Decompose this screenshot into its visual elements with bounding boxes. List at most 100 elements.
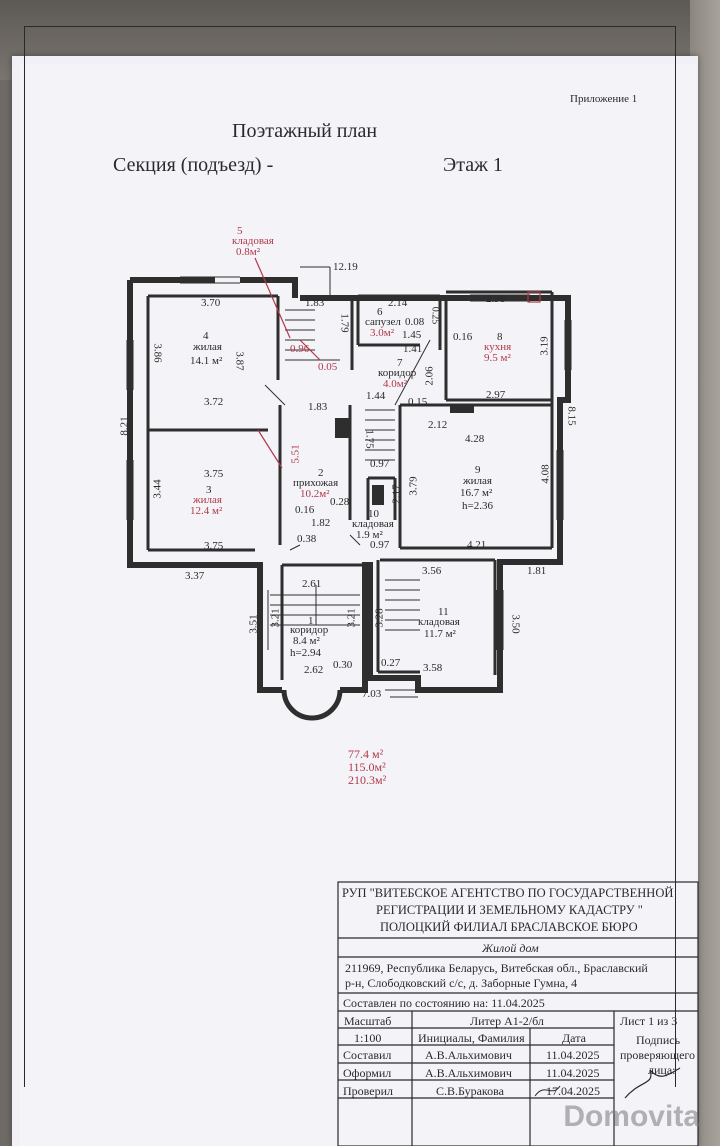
room-10-area: 1.9 м² bbox=[356, 529, 383, 541]
room-11-area: 11.7 м² bbox=[424, 628, 456, 640]
room-9-area: 16.7 м² bbox=[460, 487, 493, 499]
plan-title: Поэтажный план bbox=[232, 120, 378, 142]
room-2-name: прихожая bbox=[293, 477, 339, 489]
room-2-number: 2 bbox=[318, 467, 324, 479]
stamp-liter: Литер А1-2/бл bbox=[470, 1014, 544, 1028]
stamp-org-line2: РЕГИСТРАЦИИ И ЗЕМЕЛЬНОМУ КАДАСТРУ " bbox=[376, 903, 643, 917]
dim: 1.41 bbox=[403, 343, 423, 355]
room-10-name: кладовая bbox=[352, 518, 394, 530]
stamp-date: 11.04.2025 bbox=[546, 1066, 600, 1080]
stamp-object: Жилой дом bbox=[482, 941, 539, 955]
room-1-height: h=2.94 bbox=[290, 647, 321, 659]
dim: 4.28 bbox=[465, 433, 485, 445]
room-4-area: 14.1 м² bbox=[190, 355, 223, 367]
dim: 0.15 bbox=[408, 396, 428, 408]
room-9-name: жилая bbox=[463, 475, 492, 487]
room-7-area: 4.0м² bbox=[383, 378, 408, 390]
dim: 3.56 bbox=[422, 565, 442, 577]
room-8-number: 8 bbox=[497, 331, 503, 343]
dim: 2.14 bbox=[388, 297, 408, 309]
dim: 3.70 bbox=[201, 297, 221, 309]
room-6-name: сапузел bbox=[365, 316, 401, 328]
stamp-name: А.В.Альхимович bbox=[425, 1048, 512, 1062]
dim: 0.27 bbox=[381, 657, 401, 669]
room-1-name: коридор bbox=[290, 624, 329, 636]
stamp-scale-label: Масштаб bbox=[344, 1014, 392, 1028]
dim: 0.97 bbox=[370, 539, 390, 551]
dim: 1.81 bbox=[527, 565, 547, 577]
stamp-date-label: Дата bbox=[562, 1031, 586, 1045]
section-label: Секция (подъезд) - bbox=[113, 154, 274, 176]
drawing-frame bbox=[24, 26, 676, 1087]
dim: 2.12 bbox=[428, 419, 448, 431]
dim: 0.16 bbox=[295, 504, 315, 516]
dim: 1.45 bbox=[402, 329, 422, 341]
room-6-number: 6 bbox=[377, 306, 383, 318]
room-6-area: 3.0м² bbox=[370, 327, 395, 339]
dim: 0.05 bbox=[318, 361, 338, 373]
stamp-address-line1: 211969, Республика Беларусь, Витебская о… bbox=[345, 961, 648, 975]
room-3-name: жилая bbox=[193, 494, 222, 506]
dim: 0.30 bbox=[333, 659, 353, 671]
dim: 1.82 bbox=[311, 517, 331, 529]
room-7-name: коридор bbox=[378, 367, 417, 379]
dim: 0.97 bbox=[370, 458, 390, 470]
floor-label: Этаж 1 bbox=[443, 154, 503, 176]
dim: 2.61 bbox=[302, 578, 322, 590]
room-5-area: 0.8м² bbox=[236, 246, 261, 258]
room-9-height: h=2.36 bbox=[462, 500, 493, 512]
document-sheet bbox=[12, 56, 698, 1146]
stamp-initials-label: Инициалы, Фамилия bbox=[418, 1031, 525, 1045]
room-3-number: 3 bbox=[206, 484, 212, 496]
dim: 1.83 bbox=[308, 401, 328, 413]
room-7-number: 7 bbox=[397, 357, 403, 369]
stamp-sheet: Лист 1 из 3 bbox=[620, 1014, 678, 1028]
stamp-org-line1: РУП "ВИТЕБСКОЕ АГЕНТСТВО ПО ГОСУДАРСТВЕН… bbox=[342, 886, 674, 900]
total-area-general: 115.0м² bbox=[348, 760, 386, 774]
stamp-name: А.В.Альхимович bbox=[425, 1066, 512, 1080]
stamp-address-line2: р-н, Слободковский с/с, д. Заборные Гумн… bbox=[345, 976, 578, 990]
stamp-sign-label: проверяющего bbox=[620, 1048, 696, 1062]
room-8-area: 9.5 м² bbox=[484, 352, 511, 364]
stamp-name: С.В.Буракова bbox=[436, 1084, 504, 1098]
room-5-number: 5 bbox=[237, 225, 243, 237]
room-4-number: 4 bbox=[203, 330, 209, 342]
stamp-state-date: Составлен по состоянию на: 11.04.2025 bbox=[343, 996, 545, 1010]
room-10-number: 10 bbox=[368, 508, 379, 520]
room-4-name: жилая bbox=[193, 341, 222, 353]
dim: 0.28 bbox=[330, 496, 350, 508]
stamp-sign-label: Подпись bbox=[636, 1033, 681, 1047]
dim: 0.38 bbox=[297, 533, 317, 545]
stamp-sign-label: лица: bbox=[648, 1063, 676, 1077]
stamp-org-line3: ПОЛОЦКИЙ ФИЛИАЛ БРАСЛАВСКОЕ БЮРО bbox=[380, 920, 638, 934]
dim: 1.44 bbox=[366, 390, 386, 402]
room-9-number: 9 bbox=[475, 464, 481, 476]
stamp-scale: 1:100 bbox=[354, 1031, 382, 1045]
total-area-living: 77.4 м² bbox=[348, 747, 384, 761]
dim: 1.83 bbox=[305, 297, 325, 309]
stamp-date: 11.04.2025 bbox=[546, 1048, 600, 1062]
room-11-number: 11 bbox=[438, 606, 449, 618]
dim: 7.03 bbox=[362, 688, 382, 700]
dim: 3.37 bbox=[185, 570, 205, 582]
room-5-name: кладовая bbox=[232, 235, 274, 247]
dim: 0.08 bbox=[405, 316, 425, 328]
room-1-area: 8.4 м² bbox=[293, 635, 320, 647]
dim: 2.98 bbox=[486, 293, 506, 305]
total-area-full: 210.3м² bbox=[348, 773, 387, 787]
room-8-name: кухня bbox=[484, 341, 512, 353]
room-2-area: 10.2м² bbox=[300, 488, 330, 500]
room-11-name: кладовая bbox=[418, 616, 460, 628]
dim: 2.97 bbox=[486, 389, 506, 401]
dim: 4.21 bbox=[467, 539, 487, 551]
room-3-area: 12.4 м² bbox=[190, 505, 223, 517]
stamp-role: Составил bbox=[343, 1048, 392, 1062]
dim: 3.75 bbox=[204, 468, 224, 480]
room-1-number: 1 bbox=[308, 615, 314, 627]
dim: 3.75 bbox=[204, 540, 224, 552]
appendix-label: Приложение 1 bbox=[570, 93, 638, 105]
stamp-role: Проверил bbox=[343, 1084, 393, 1098]
watermark-logo: Domovita bbox=[563, 1100, 700, 1133]
